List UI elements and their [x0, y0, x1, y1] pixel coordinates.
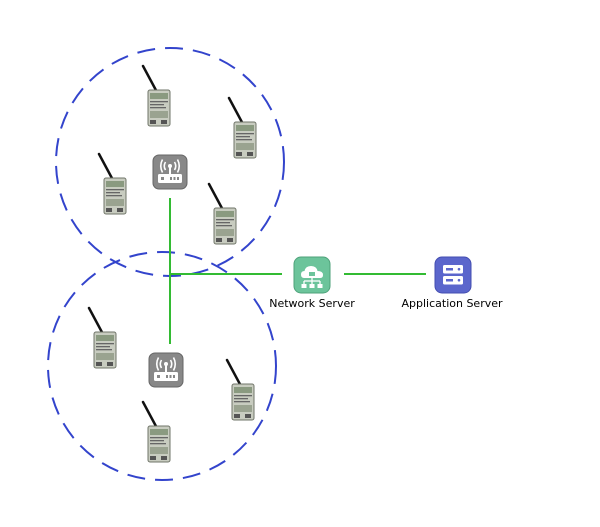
network-server-node[interactable]: Network Server [269, 256, 355, 310]
gateway-top-icon[interactable] [152, 154, 188, 190]
coverage-circle-bottom [47, 251, 277, 481]
end-device-icon[interactable] [97, 152, 128, 216]
network-topology-icon [293, 256, 331, 294]
application-server-label: Application Server [401, 297, 503, 310]
gateway-bottom-icon[interactable] [148, 352, 184, 388]
end-device-icon[interactable] [227, 96, 258, 160]
application-server-node[interactable]: Application Server [401, 256, 503, 310]
end-device-icon[interactable] [141, 64, 172, 128]
end-device-icon[interactable] [141, 400, 172, 464]
end-device-icon[interactable] [87, 306, 118, 370]
database-server-icon [434, 256, 472, 294]
end-device-icon[interactable] [207, 182, 238, 246]
end-device-icon[interactable] [225, 358, 256, 422]
network-server-label: Network Server [269, 297, 355, 310]
